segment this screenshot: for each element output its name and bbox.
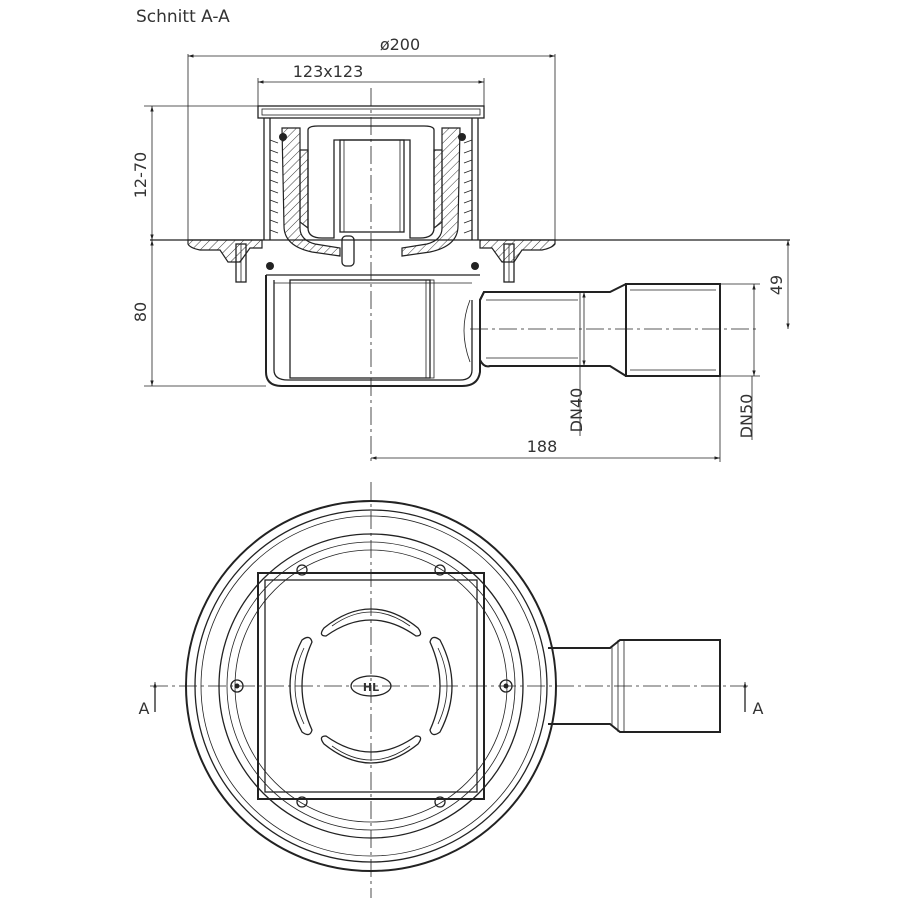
dim-grate-label: 123x123: [293, 62, 364, 81]
section-mark-right: A: [743, 682, 764, 718]
grate-slot-right: [429, 636, 453, 736]
section-view: [150, 88, 790, 462]
grate-slot-left: [289, 636, 313, 736]
dim-diameter-label: ø200: [380, 35, 420, 54]
seal-ring-bl: [266, 262, 274, 270]
dim-body-height-label: 80: [131, 302, 150, 322]
flange-left: [187, 239, 263, 263]
section-title: Schnitt A-A: [136, 7, 230, 27]
grate-slot-top: [320, 608, 422, 637]
grate-square-outer: [257, 572, 485, 800]
flange-ring-5: [226, 541, 516, 831]
seal-ring-br: [471, 262, 479, 270]
flange-ring-3: [200, 515, 542, 857]
seal-ring-tr: [458, 133, 466, 141]
dim-height-adjust-label: 12-70: [131, 152, 150, 199]
screw-right: [499, 679, 513, 693]
section-mark-right-label: A: [753, 699, 764, 718]
section-mark-left-label: A: [139, 699, 150, 718]
trap-wall-left: [281, 127, 341, 257]
dim-dn40-label: DN40: [567, 388, 586, 433]
thread-ribs-left: [269, 139, 279, 234]
screw-bottom-left: [296, 796, 308, 808]
screw-top-left: [296, 564, 308, 576]
outlet-pipe-dn50: [625, 283, 721, 377]
logo-oval: [350, 675, 392, 697]
dim-outlet-height-label: 49: [767, 275, 786, 295]
grate-plate: [257, 105, 485, 119]
float-clip: [341, 235, 355, 267]
drain-body-inner: [273, 280, 473, 381]
screw-left: [230, 679, 244, 693]
grate-slots: [289, 608, 453, 764]
dim-outlet-length-label: 188: [527, 437, 558, 456]
section-mark-left: A: [139, 682, 157, 718]
flange-ring-4: [218, 533, 524, 839]
flange-outer-ring: [185, 500, 557, 872]
trap-wall-right: [401, 127, 461, 257]
grate-square-inner: [264, 579, 478, 793]
standpipe: [339, 139, 405, 233]
grate-screws: [230, 564, 513, 808]
plan-view: HL A A: [139, 482, 764, 898]
flange-right: [479, 239, 556, 263]
trap-cup: [307, 125, 435, 239]
outlet-pipe-transition: [580, 283, 627, 377]
grate-slot-bottom: [320, 735, 422, 764]
outlet-pipe-dn40: [479, 291, 580, 368]
upper-frame-outline: [263, 118, 479, 240]
flange-ring-2: [194, 509, 548, 863]
trap-cup-wall-left: [299, 149, 309, 230]
screw-bottom-right: [434, 796, 446, 808]
trap-cup-wall-right: [433, 149, 443, 230]
section-dimensions: ø200 123x123 12-70 80 49 DN40 DN50 188: [131, 35, 790, 462]
drain-body: [265, 275, 580, 387]
seal-ring-tl: [279, 133, 287, 141]
dim-dn50-label: DN50: [737, 394, 756, 439]
logo-text: HL: [363, 681, 379, 694]
screw-top-right: [434, 564, 446, 576]
dip-block: [289, 279, 431, 379]
thread-ribs-right: [463, 139, 473, 234]
grate-plate-inner: [261, 108, 481, 116]
